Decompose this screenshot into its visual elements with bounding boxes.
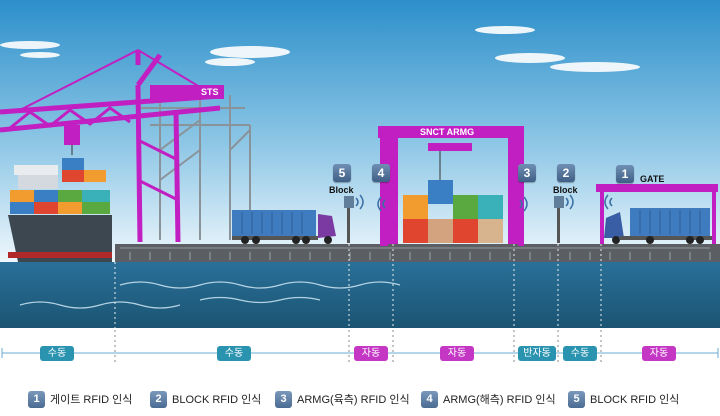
legend-text: ARMG(육측) RFID 인식 xyxy=(297,394,410,406)
legend-badge: 3 xyxy=(275,390,292,408)
background-cranes xyxy=(140,95,251,240)
legend-item-3: 3 ARMG(육측) RFID 인식 xyxy=(275,389,410,409)
rfid-post-2 xyxy=(554,196,564,243)
truck-sts xyxy=(232,210,336,244)
gate-label: GATE xyxy=(640,174,665,184)
legend-badge: 1 xyxy=(28,390,45,408)
sts-crane-cab xyxy=(150,85,224,99)
ship-containers xyxy=(10,158,110,214)
legend-text: ARMG(해측) RFID 인식 xyxy=(443,394,556,406)
legend-item-1: 1 게이트 RFID 인식 xyxy=(28,389,132,409)
legend-item-2: 2 BLOCK RFID 인식 xyxy=(150,389,261,409)
legend-text: 게이트 RFID 인식 xyxy=(50,394,133,406)
legend-text: BLOCK RFID 인식 xyxy=(590,394,680,406)
zone-pill-1: 수동 xyxy=(40,346,74,361)
sea xyxy=(0,262,720,328)
zone-dividers-lower xyxy=(114,330,602,362)
truck-gate xyxy=(604,208,712,244)
container-ship xyxy=(8,158,112,262)
marker-2-label: Block xyxy=(553,185,578,195)
legend-badge: 5 xyxy=(568,390,585,408)
quay-ticks xyxy=(129,252,711,260)
zone-pill-3: 자동 xyxy=(354,346,388,361)
rfid-wave-icons xyxy=(355,194,613,212)
marker-1-badge: 1 xyxy=(616,165,634,183)
zone-pill-5: 반자동 xyxy=(518,346,556,361)
marker-5-badge: 5 xyxy=(333,164,351,182)
marker-2-badge: 2 xyxy=(557,164,575,182)
waves xyxy=(19,281,401,309)
zone-pill-2: 수동 xyxy=(217,346,251,361)
legend-item-5: 5 BLOCK RFID 인식 xyxy=(568,389,679,409)
legend-badge: 2 xyxy=(150,390,167,408)
armg-crane xyxy=(378,126,524,246)
armg-label: SNCT ARMG xyxy=(420,127,475,137)
rfid-post-5 xyxy=(344,196,354,243)
armg-containers xyxy=(403,151,503,243)
zone-pill-7: 자동 xyxy=(642,346,676,361)
sts-label: STS xyxy=(201,87,219,97)
sts-spreader xyxy=(64,125,80,155)
gate-structure xyxy=(596,184,718,244)
legend-badge: 4 xyxy=(421,390,438,408)
zone-dividers xyxy=(114,244,602,362)
quay-bollards xyxy=(120,247,710,249)
clouds xyxy=(0,26,640,72)
quay xyxy=(115,244,720,262)
legend-text: BLOCK RFID 인식 xyxy=(172,394,262,406)
marker-5-label: Block xyxy=(329,185,354,195)
zone-pill-6: 수동 xyxy=(563,346,597,361)
legend-item-4: 4 ARMG(해측) RFID 인식 xyxy=(421,389,556,409)
zone-pill-4: 자동 xyxy=(440,346,474,361)
marker-4-badge: 4 xyxy=(372,164,390,182)
marker-3-badge: 3 xyxy=(518,164,536,182)
